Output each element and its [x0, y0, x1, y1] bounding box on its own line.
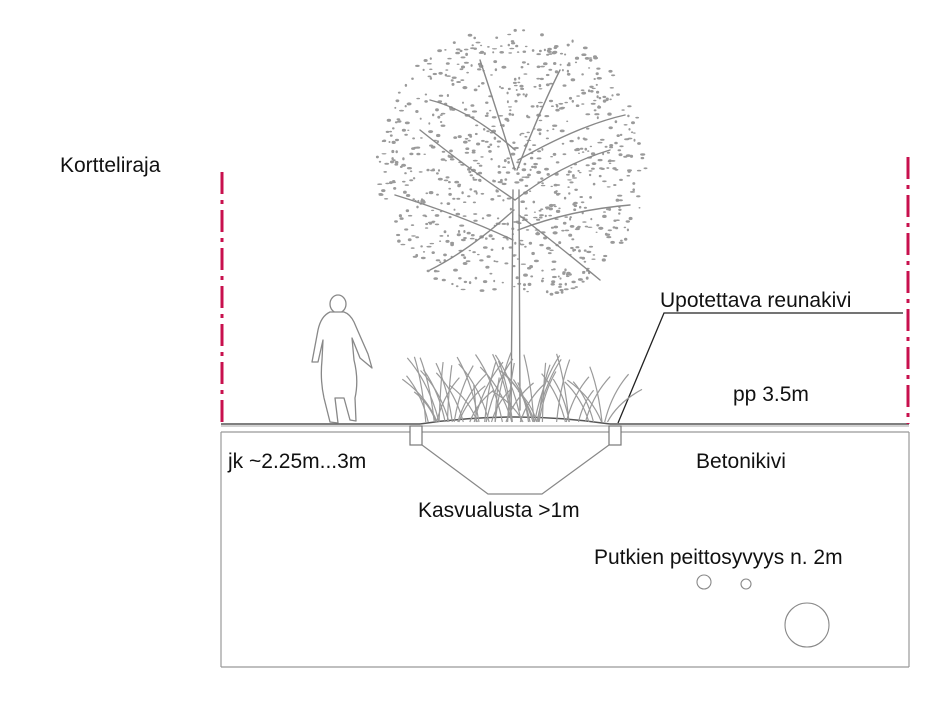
bike-path-label: pp 3.5m	[733, 383, 809, 406]
ground-section-box	[220, 431, 910, 668]
pipe-small-2	[740, 578, 752, 590]
pipe-small-1	[696, 574, 712, 590]
growing-medium-pit	[421, 444, 610, 495]
curb-stone-left	[409, 425, 423, 446]
growing-medium-label: Kasvualusta >1m	[418, 499, 580, 522]
pipe-cover-label: Putkien peittosyvyys n. 2m	[594, 546, 843, 569]
curb-stones	[409, 425, 622, 446]
curb-label: Upotettava reunakivi	[660, 289, 852, 312]
grass-icon	[401, 352, 643, 423]
sidewalk-label: jk ~2.25m...3m	[228, 450, 367, 473]
paving-label: Betonikivi	[696, 450, 786, 473]
curb-leader-line	[617, 312, 903, 424]
curb-stone-right	[608, 425, 622, 446]
tree-icon	[375, 28, 648, 411]
block-boundary-label: Kortteliraja	[60, 154, 161, 177]
pipe-large	[784, 602, 830, 648]
pedestrian-icon	[311, 294, 373, 424]
block-boundary-lines	[220, 157, 910, 424]
ground-surface-line	[221, 416, 909, 427]
pipes	[696, 574, 830, 648]
